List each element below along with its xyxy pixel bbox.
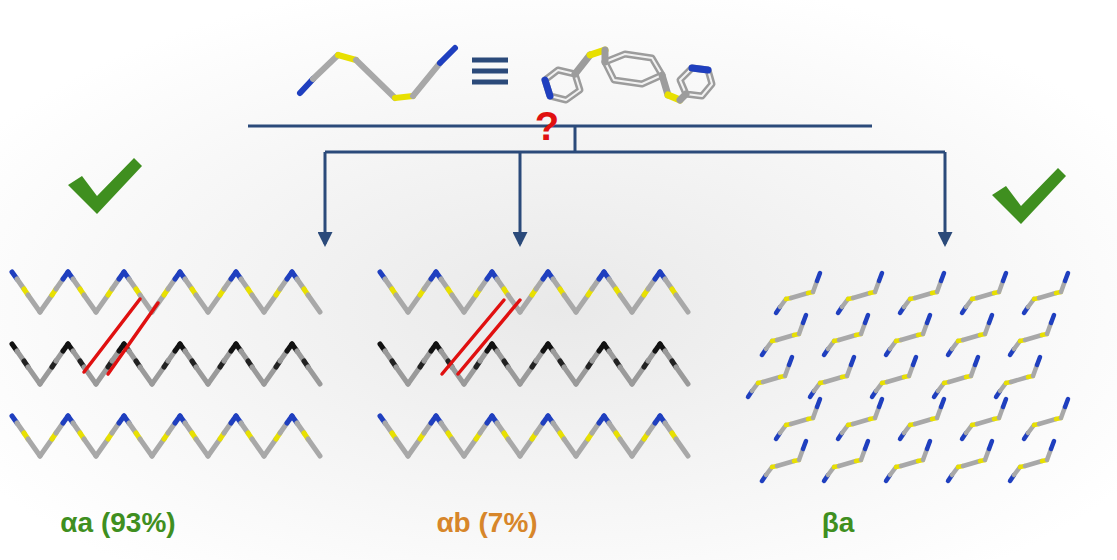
- molecule-sketch: [300, 48, 455, 98]
- polymorph-label: βa: [822, 508, 855, 539]
- contact-lines: [84, 299, 158, 374]
- molecule-model: [545, 50, 712, 100]
- alpha-a-packing: [12, 272, 320, 456]
- check-mark: [68, 158, 142, 214]
- contact-lines: [442, 300, 520, 374]
- polymorph-label: αa (93%): [60, 508, 175, 539]
- question-mark: ?: [535, 104, 559, 148]
- alpha-b-packing: [380, 272, 688, 456]
- check-mark: [992, 168, 1066, 224]
- beta-packing: [748, 273, 1068, 481]
- polymorph-label: αb (7%): [436, 508, 537, 539]
- equivalence-sign: [472, 60, 508, 82]
- branch-lines: [248, 126, 945, 244]
